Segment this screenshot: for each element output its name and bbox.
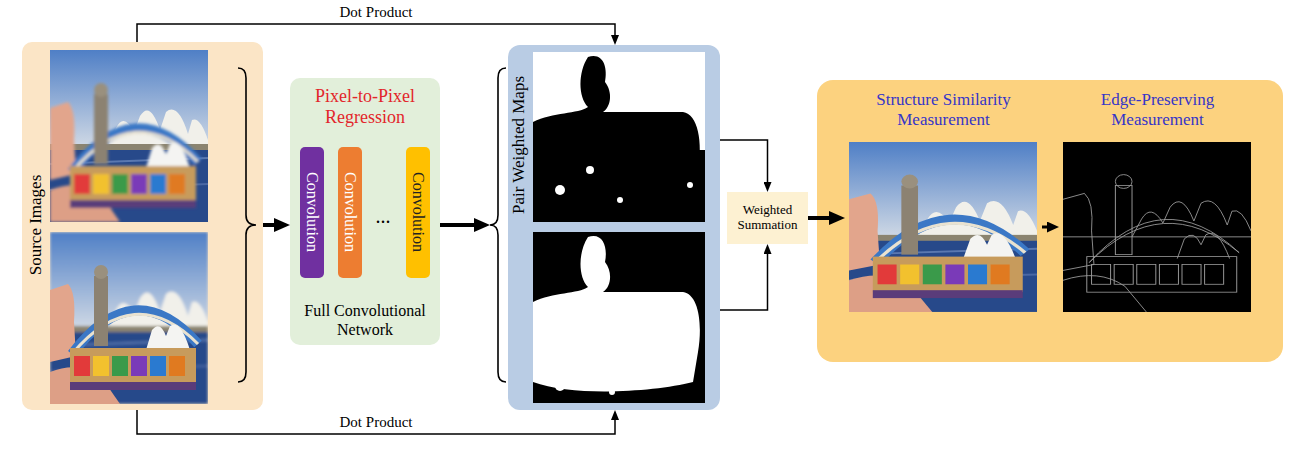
edge-map-image <box>1115 175 1132 189</box>
weight-map-bottom <box>533 236 700 391</box>
flow-arrow <box>808 216 832 220</box>
edge-label: Dot Product <box>338 4 415 21</box>
fused-image <box>849 142 1037 312</box>
node-heading: Source Images <box>26 175 46 276</box>
edge-map-image <box>1092 265 1111 285</box>
edge-map-image <box>1089 219 1239 262</box>
weight-map-bottom <box>555 381 565 391</box>
fused-image <box>849 142 1037 312</box>
convolution-layer: Convolution <box>338 147 362 278</box>
node-heading: Convolution <box>341 172 359 252</box>
summation-box: Weighted Summation <box>727 192 808 244</box>
right-brace <box>238 68 256 382</box>
fused-image <box>849 142 1037 312</box>
flow-arrow <box>263 223 277 227</box>
flow-arrow <box>720 140 768 184</box>
flow-arrow <box>137 410 615 434</box>
weight-map-top <box>555 185 565 195</box>
source-photo-far-focus <box>50 50 208 222</box>
edge-map-image <box>1177 233 1229 258</box>
node-heading: Edge-Preserving Measurement <box>1063 90 1252 129</box>
edge-label: Dot Product <box>338 414 415 431</box>
source-images-panel: Source Images <box>22 42 263 410</box>
node-subtext: Full Convolutional Network <box>294 302 436 339</box>
weighted-maps-panel: Pair Weighted Maps <box>490 45 720 410</box>
weight-map-bottom <box>586 376 594 384</box>
edge-map-image <box>1063 142 1251 312</box>
measurement-block: Structure Similarity Measurement <box>845 88 1042 316</box>
network-box: Pixel-to-Pixel RegressionFull Convolutio… <box>290 78 440 345</box>
node-heading: Weighted Summation <box>731 203 804 233</box>
node-heading: Convolution <box>409 172 427 252</box>
weight-map-top <box>687 182 693 188</box>
edge-map-image <box>1063 175 1251 312</box>
ellipsis-mark: ... <box>376 205 391 228</box>
source-photo-near-focus <box>50 232 208 404</box>
source-panel-ground <box>22 42 263 410</box>
node-heading: Structure Similarity Measurement <box>849 90 1038 129</box>
edge-map-image <box>1182 265 1201 285</box>
weight-map-bottom <box>533 330 683 366</box>
flow-arrow <box>720 252 768 310</box>
edge-map-image <box>1087 257 1237 293</box>
node-heading: Pair Weighted Maps <box>509 76 529 214</box>
convolution-layer: Convolution <box>406 147 430 278</box>
measurement-block: Edge-Preserving Measurement <box>1059 88 1256 316</box>
source-photo-near-focus <box>50 265 198 404</box>
source-photo-near-focus <box>50 232 208 404</box>
edge-map-image <box>1063 276 1146 312</box>
edge-map-image <box>1114 265 1133 285</box>
source-photo-far-focus <box>50 50 208 222</box>
edge-map-image <box>1063 193 1094 270</box>
convolution-layer: Convolution <box>300 147 324 278</box>
weight-map-bottom <box>533 232 705 403</box>
edge-map-image <box>1159 265 1178 285</box>
edge-map-image <box>1115 185 1132 254</box>
weight-map-top <box>533 150 705 222</box>
flow-arrow <box>1042 226 1049 229</box>
weight-map-bottom <box>609 389 615 395</box>
edge-map-image <box>1063 236 1251 237</box>
weight-map-top <box>533 52 705 222</box>
flow-arrow <box>440 223 477 227</box>
maps-panel-ground <box>508 45 720 410</box>
left-brace <box>490 68 506 382</box>
flow-arrow <box>137 24 615 42</box>
edge-map-image <box>1205 265 1224 285</box>
node-heading: Convolution <box>303 172 321 252</box>
weight-map-bottom <box>533 232 705 403</box>
edge-map-image <box>1132 201 1251 237</box>
fused-image <box>849 175 1025 312</box>
measurement-panel-ground <box>817 80 1283 362</box>
node-heading: Pixel-to-Pixel Regression <box>294 86 436 127</box>
source-photo-far-focus <box>50 83 198 222</box>
edge-map-image <box>1137 265 1156 285</box>
weight-map-top <box>533 52 705 222</box>
weight-map-top <box>617 197 623 203</box>
weight-map-top <box>586 166 594 174</box>
edge-map-image <box>1063 142 1251 312</box>
